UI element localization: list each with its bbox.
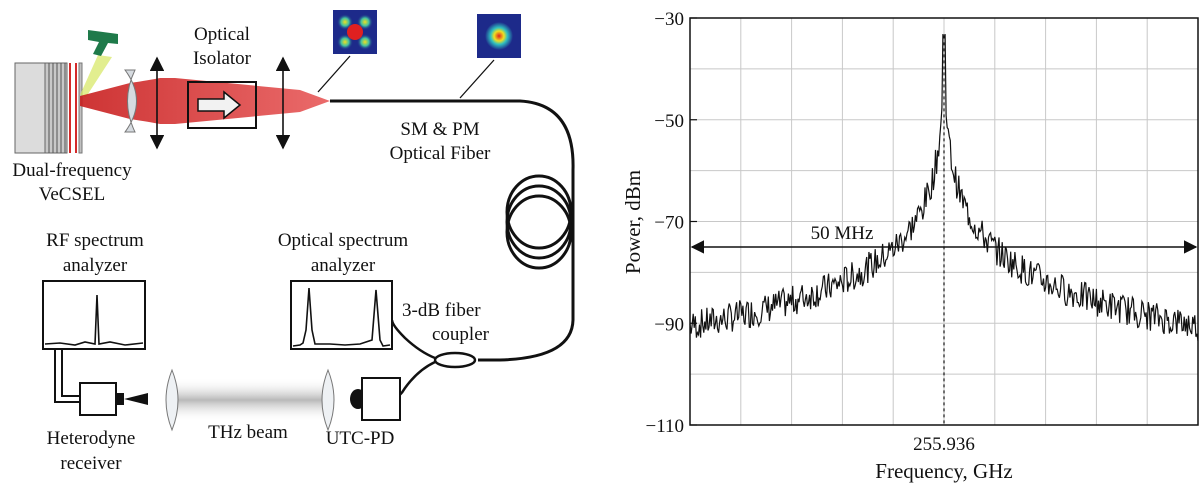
- pump-mount: [80, 30, 118, 97]
- mode-image-clover: [333, 10, 377, 54]
- photodiode-label: UTC-PD: [326, 428, 395, 449]
- y-ticks: −110 −90 −70 −50 −30: [645, 9, 697, 437]
- rf-analyzer-label-line1: RF spectrum: [46, 230, 144, 251]
- optical-spectrum-analyzer: [290, 280, 393, 350]
- spectrum-chart: −110 −90 −70 −50 −30 50 MHz 255.936 Frequenc…: [621, 9, 1199, 483]
- thz-lens-2: [321, 368, 335, 432]
- rf-analyzer-label-line2: analyzer: [63, 255, 128, 276]
- y-tick-label: −110: [645, 416, 684, 437]
- heterodyne-receiver: [79, 382, 148, 416]
- thz-lens-1: [165, 368, 179, 432]
- setup-diagram: Optical Isolator SM & PM Optical Fiber: [12, 10, 575, 474]
- thz-beam: [170, 378, 330, 422]
- laser-label-line1: Dual-frequency: [12, 160, 132, 181]
- y-tick-label: −50: [654, 111, 684, 132]
- span-label: 50 MHz: [811, 223, 874, 244]
- fiber-label-line1: SM & PM: [400, 119, 479, 140]
- receiver-label-line2: receiver: [60, 453, 122, 474]
- laser-label-line2: VeCSEL: [39, 184, 106, 205]
- y-tick-label: −90: [654, 314, 684, 335]
- optical-fiber: [330, 99, 575, 362]
- osa-label-line2: analyzer: [311, 255, 376, 276]
- coupler-label-line2: coupler: [432, 324, 490, 345]
- isolator-label-line1: Optical: [194, 24, 250, 45]
- y-axis-label: Power, dBm: [621, 170, 645, 274]
- mode-image-gaussian: [477, 14, 521, 58]
- utc-photodiode: [350, 377, 401, 421]
- fiber-label-line2: Optical Fiber: [390, 143, 491, 164]
- y-tick-label: −30: [654, 9, 684, 30]
- optical-isolator: [187, 81, 257, 129]
- spectrum-trace: [689, 33, 1199, 341]
- osa-label-line1: Optical spectrum: [278, 230, 409, 251]
- coupler-label-line1: 3-dB fiber: [402, 300, 481, 321]
- vecsel-laser: [14, 62, 83, 154]
- thz-beam-label: THz beam: [208, 422, 288, 443]
- isolator-label-line2: Isolator: [193, 48, 252, 69]
- x-axis-label: Frequency, GHz: [875, 459, 1012, 483]
- receiver-label-line1: Heterodyne: [47, 428, 136, 449]
- x-tick-label: 255.936: [913, 434, 975, 455]
- lens-1: [124, 69, 137, 133]
- rf-spectrum-analyzer: [42, 280, 146, 350]
- y-tick-label: −70: [654, 213, 684, 234]
